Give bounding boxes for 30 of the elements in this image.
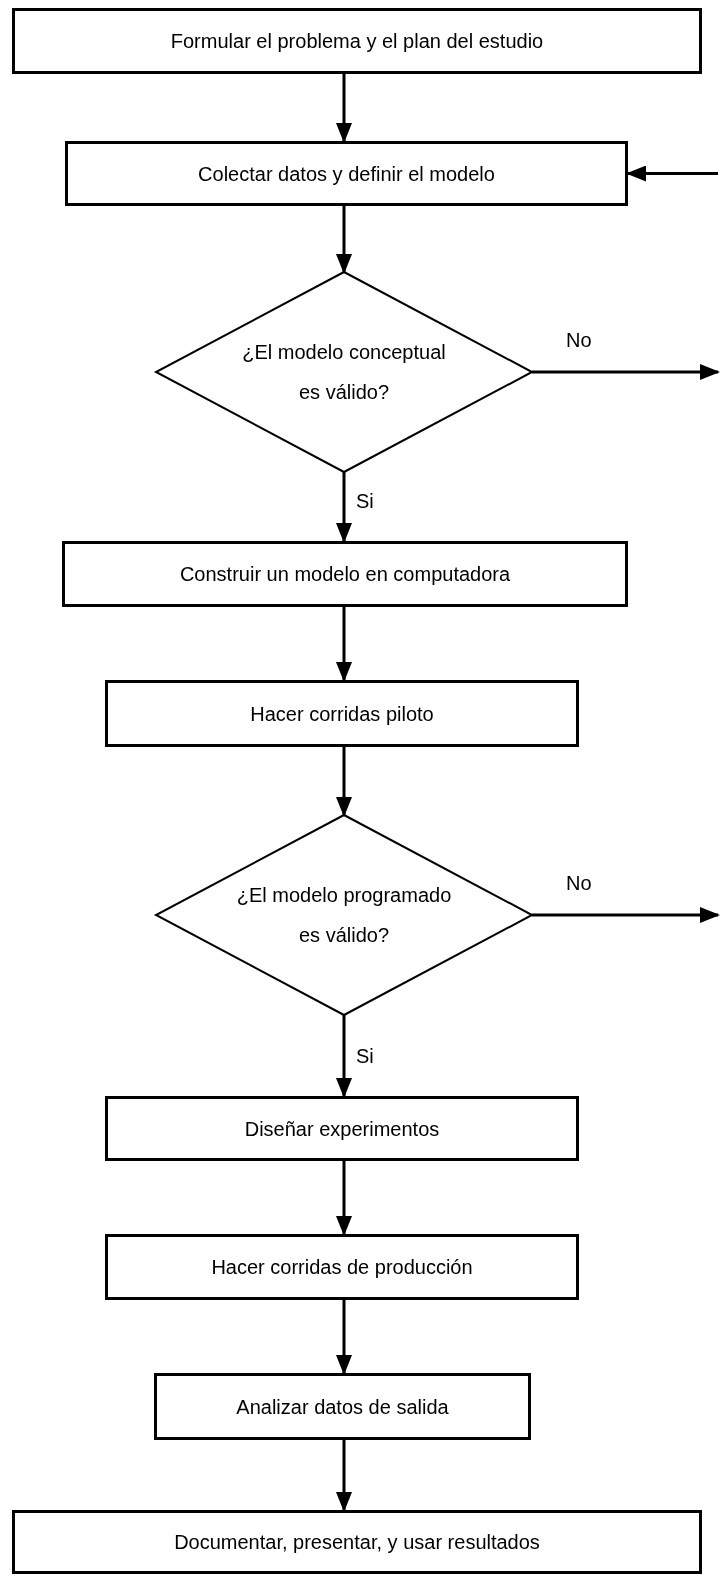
arrow bbox=[336, 472, 352, 543]
process-box bbox=[65, 141, 628, 206]
process-box bbox=[105, 1096, 579, 1161]
arrow bbox=[626, 165, 718, 182]
process-box bbox=[105, 1234, 579, 1300]
step-label: Diseñar experimentos bbox=[244, 1116, 440, 1142]
process-box bbox=[62, 541, 628, 607]
process-box bbox=[12, 1510, 702, 1574]
arrow bbox=[336, 1161, 352, 1236]
arrow bbox=[532, 364, 720, 380]
process-box bbox=[12, 8, 702, 74]
arrow bbox=[336, 74, 352, 143]
arrow bbox=[336, 1300, 352, 1375]
step-label: Construir un modelo en computadora bbox=[179, 562, 511, 587]
arrow bbox=[336, 1440, 352, 1512]
step-label: Analizar datos de salida bbox=[236, 1394, 449, 1420]
step-label: Hacer corridas piloto bbox=[250, 701, 434, 727]
decision-text: ¿El modelo conceptual es válido? bbox=[241, 340, 447, 405]
process-box bbox=[105, 680, 579, 747]
step-label: Documentar, presentar, y usar resultados bbox=[174, 1530, 540, 1555]
decision-text: ¿El modelo programado es válido? bbox=[235, 883, 453, 948]
arrow bbox=[336, 1015, 352, 1098]
step-label: Hacer corridas de producción bbox=[211, 1255, 473, 1280]
arrow bbox=[336, 607, 352, 682]
arrow bbox=[532, 907, 720, 923]
step-label: Formular el problema y el plan del estudio bbox=[170, 29, 544, 54]
step-label: Colectar datos y definir el modelo bbox=[198, 161, 495, 187]
process-box bbox=[154, 1373, 531, 1440]
arrow bbox=[336, 206, 352, 274]
arrow bbox=[336, 747, 352, 817]
